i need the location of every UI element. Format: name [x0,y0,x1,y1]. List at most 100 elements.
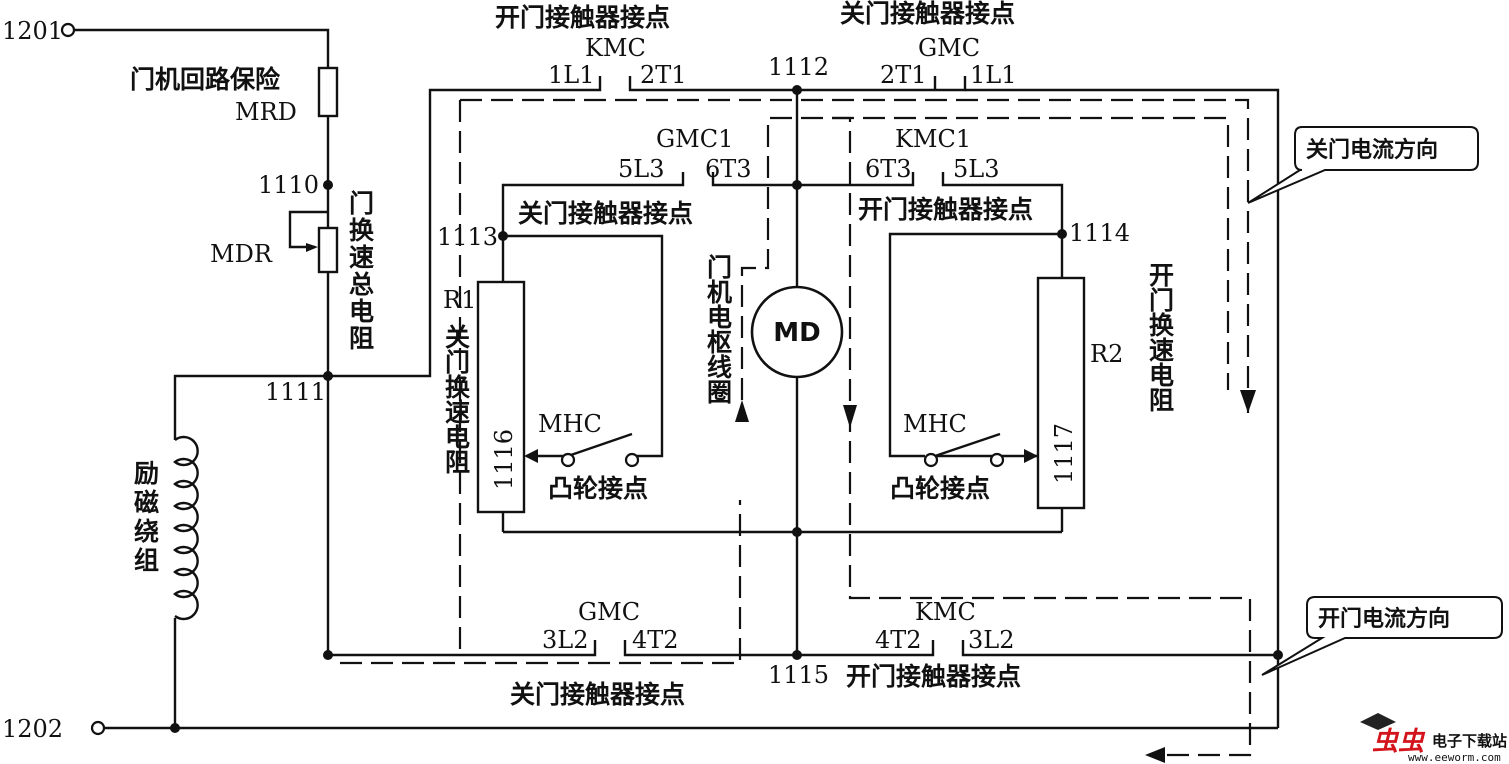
excitation-coil [173,435,199,621]
watermark: 虫虫 电子下载站 www.eeworm.com [1360,713,1507,764]
motor-label: MD [773,318,820,348]
junction-1202 [170,723,180,733]
wire-gmc1-left [501,172,685,236]
r1-label: R1 [443,286,476,314]
callouts: 关门电流方向 开门电流方向 [1247,126,1503,676]
terminal-1201 [60,22,76,38]
r2-tap-arrow [1024,449,1038,463]
junction-1112 [792,85,802,95]
mhc-left-terminal-b [624,452,640,468]
armature-label: 门机电枢线圈 [704,253,733,404]
node-1112-label: 1112 [768,53,829,81]
junction-right-bottom [1273,650,1283,660]
mdr-label: MDR [210,240,273,268]
close-current-callout: 关门电流方向 [1306,137,1438,163]
gmc-bottom-label: GMC [578,598,640,626]
arrow-open-left [1145,747,1165,763]
junction-1110 [323,180,333,190]
wire-gmc-kmc-bottom [623,640,935,657]
junctions [170,85,1283,733]
arrow-open-down [843,405,857,428]
mhc-left-blade [567,432,633,458]
node-labels: 1201 1202 1110 1111 1112 1113 1114 1115 … [2,17,1130,743]
wire-top-right [965,88,1280,655]
mhc-right-label: MHC [903,410,967,438]
cam-left-label: 凸轮接点 [548,474,648,503]
close-contact-top-label: 关门接触器接点 [840,0,1015,28]
junction-center-bottom [792,527,802,537]
r2-desc-label: 开门换速电阻 [1146,262,1175,412]
node-1201-label: 1201 [2,17,63,45]
node-1114-label: 1114 [1069,219,1130,247]
mhc-left-terminal-a [560,452,576,468]
kmc-bottom-label: KMC [915,598,976,626]
mhc-right-terminal-a [923,452,939,468]
resistor-r2 [1036,276,1086,510]
open-contact-mid-label: 开门接触器接点 [858,195,1033,224]
door-fuse-label: 门机回路保险 [130,65,281,94]
kmc-4t2-label: 4T2 [875,626,922,654]
motor-md [750,285,844,379]
wire-kmc-bottom-right [961,640,1278,657]
watermark-site-name: 电子下载站 [1432,732,1507,750]
mhc-right-terminal-b [989,452,1005,468]
open-contact-top-label: 开门接触器接点 [495,3,670,32]
wire-gmc1-kmc1 [711,172,915,187]
junction-1115 [792,650,802,660]
node-1117-label: 1117 [1050,423,1078,484]
node-1111-label: 1111 [265,378,326,406]
open-contact-bottom-label: 开门接触器接点 [846,662,1021,691]
gmc-2t1-label: 2T1 [880,61,927,89]
junction-1113 [498,231,508,241]
junction-1114 [1057,229,1067,239]
excitation-winding-label: 励磁绕组 [131,460,160,576]
current-paths [340,98,1256,763]
wire-mdr-slider [288,210,328,249]
r1-tap-arrow [524,449,538,463]
mdr-arrow [306,243,318,252]
node-1116-label: 1116 [490,429,518,490]
node-1115-label: 1115 [768,661,829,689]
junction-1111 [323,371,333,381]
node-1202-label: 1202 [2,715,63,743]
wire-1201 [74,28,330,68]
r1-desc-label: 关门换速电阻 [442,324,471,474]
watermark-logo: 虫虫 [1372,727,1426,757]
gmc-1l1-label: 1L1 [970,61,1016,89]
r2-label: R2 [1090,340,1123,368]
wire-right-loop [888,232,1062,458]
close-current-inner [740,116,1230,400]
wire-gmc-bottom-left [328,640,597,657]
wire-1111-top [328,76,602,378]
junction-left-bottom [323,650,333,660]
kmc-top-label: KMC [585,34,646,62]
arrow-close-right-down [1240,390,1256,413]
close-contact-mid-label: 关门接触器接点 [518,199,693,228]
kmc1-5l3-label: 5L3 [953,155,999,183]
open-current-callout: 开门电流方向 [1318,606,1450,632]
gmc-3l2-label: 3L2 [542,626,588,654]
node-1110-label: 1110 [258,171,319,199]
gmc1-5l3-label: 5L3 [618,155,664,183]
gmc1-label: GMC1 [656,125,733,153]
kmc-2t1-label: 2T1 [640,61,687,89]
watermark-cap-icon [1360,713,1396,730]
gmc-top-label: GMC [918,34,980,62]
node-1113-label: 1113 [437,223,498,251]
wire-1111-excitation [173,374,328,440]
mhc-left-label: MHC [538,410,602,438]
mrd-label: MRD [235,98,297,126]
components [60,22,1086,736]
gmc-4t2-label: 4T2 [632,626,679,654]
watermark-url: www.eeworm.com [1408,751,1501,764]
kmc-1l1-label: 1L1 [548,61,594,89]
gmc1-6t3-label: 6T3 [705,155,752,183]
close-current-bottom [340,500,742,665]
open-current-callout-bubble [1261,596,1503,676]
kmc1-6t3-label: 6T3 [865,155,912,183]
terminal-1202 [90,720,106,736]
close-current-path-top [460,98,1250,413]
resistor-r1 [476,280,526,514]
mhc-right-blade [934,432,1001,458]
component-labels: 门机回路保险 MRD MDR 门换速总电阻 励磁绕组 开门接触器接点 关门接触器… [130,0,1175,709]
